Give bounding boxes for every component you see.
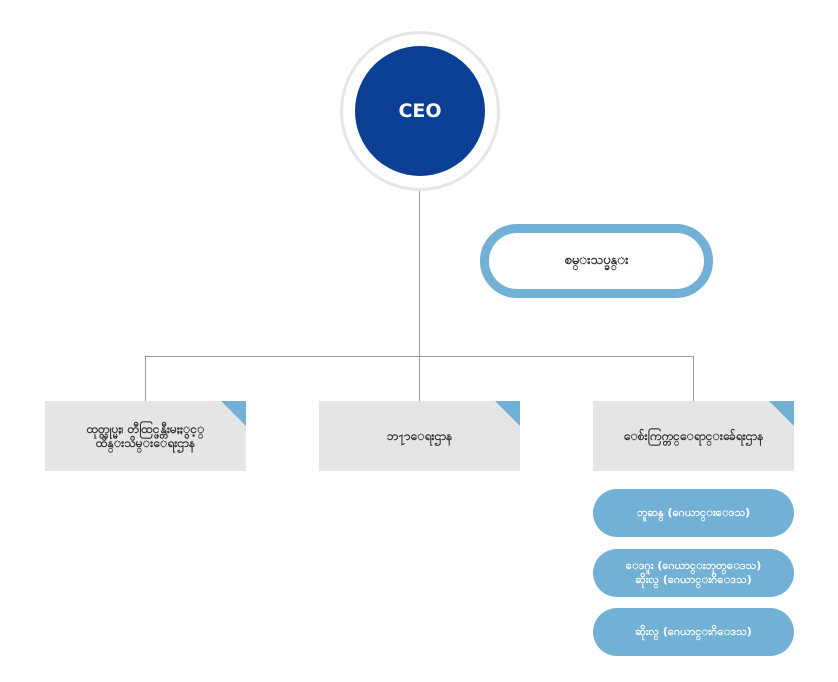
connector-dept-1	[145, 356, 146, 401]
lab-node[interactable]: စမ္းသပ္ခန္း	[480, 224, 713, 298]
ceo-node[interactable]: CEO	[355, 46, 485, 176]
region-busan[interactable]: ဘူဆန္ (ဂေယာင္းေဒသ)	[593, 489, 794, 537]
connector-ceo-vertical	[419, 188, 420, 356]
department-label-line1: ထုတ္လုပ္မႈ၊ တီထြင္ဖန္တီးမႈႏွင့္	[86, 422, 205, 436]
ceo-label: CEO	[398, 100, 442, 122]
department-production[interactable]: ထုတ္လုပ္မႈ၊ တီထြင္ဖန္တီးမႈႏွင့္ ထိန္းသိမ…	[45, 401, 246, 471]
department-marketing-sales[interactable]: ေစ်းကြက္တင္ေရာင္းခ်ေရးဌာန	[593, 401, 794, 471]
corner-triangle-icon	[221, 401, 246, 426]
region-label-line2: ဆိုးလ္ (ဂေယာင္းဂိေဒသ)	[635, 573, 752, 586]
department-label: ေစ်းကြက္တင္ေရာင္းခ်ေရးဌာန	[623, 429, 764, 443]
region-label: ဘူဆန္ (ဂေယာင္းေဒသ)	[636, 506, 751, 519]
region-daegu-seoul[interactable]: ေဒဂူး (ဂေယာင္းဘုတ္ေဒသ) ဆိုးလ္ (ဂေယာင္းဂိ…	[593, 549, 794, 597]
connector-dept-3	[693, 356, 694, 401]
corner-triangle-icon	[495, 401, 520, 426]
corner-triangle-icon	[769, 401, 794, 426]
region-seoul[interactable]: ဆိုးလ္ (ဂေယာင္းဂိေဒသ)	[593, 608, 794, 656]
department-label: ဘ႑ာေရးဌာန	[386, 429, 453, 443]
department-label-line2: ထိန္းသိမ္းေရးဌာန	[95, 436, 196, 450]
region-label: ဆိုးလ္ (ဂေယာင္းဂိေဒသ)	[635, 625, 752, 638]
lab-label: စမ္းသပ္ခန္း	[564, 252, 629, 268]
department-finance[interactable]: ဘ႑ာေရးဌာန	[319, 401, 520, 471]
region-label-line1: ေဒဂူး (ဂေယာင္းဘုတ္ေဒသ)	[625, 559, 762, 572]
connector-dept-2	[419, 356, 420, 401]
